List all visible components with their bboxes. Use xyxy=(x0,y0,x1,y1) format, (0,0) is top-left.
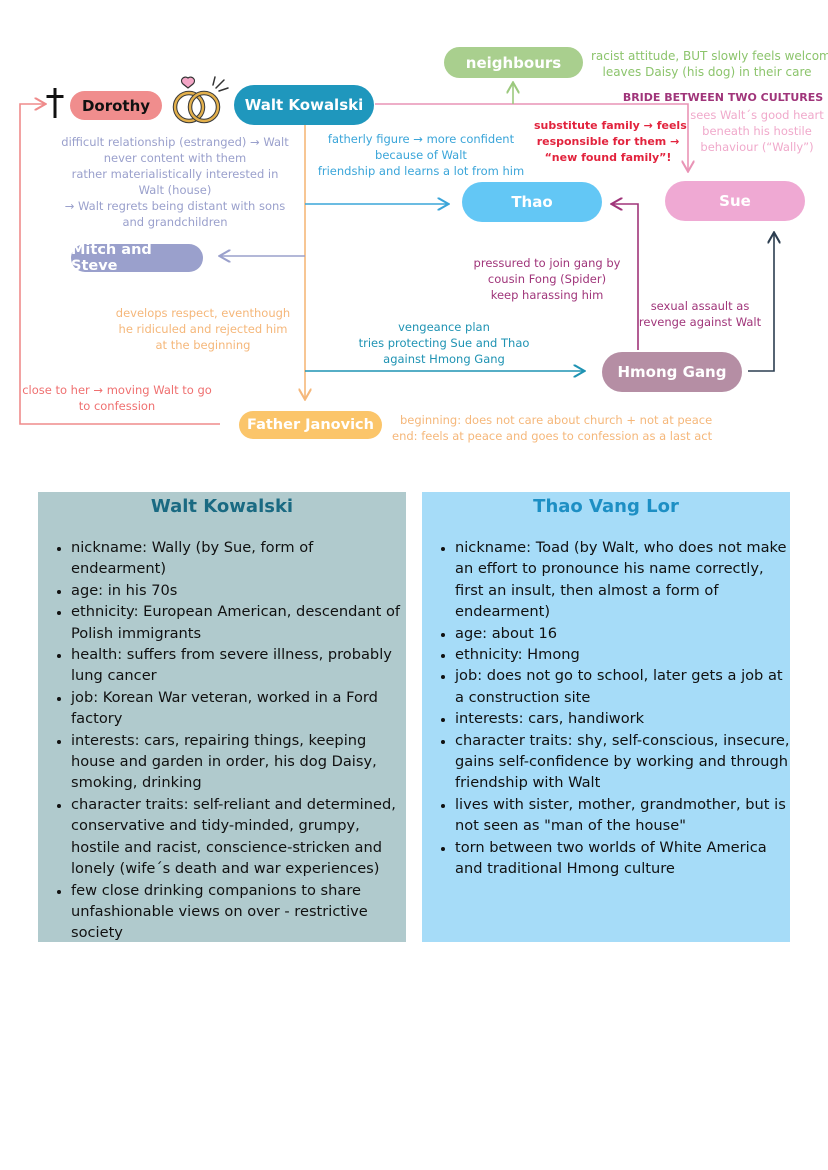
node-walt-kowalski: Walt Kowalski xyxy=(234,85,374,125)
list-item: nickname: Wally (by Sue, form of endearm… xyxy=(71,537,406,580)
node-neighbours: neighbours xyxy=(444,47,583,78)
node-dorothy: Dorothy xyxy=(70,91,162,120)
list-item: character traits: self-reliant and deter… xyxy=(71,794,406,880)
trait-list: nickname: Wally (by Sue, form of endearm… xyxy=(38,537,406,944)
list-item: job: Korean War veteran, worked in a For… xyxy=(71,687,406,730)
list-item: torn between two worlds of White America… xyxy=(455,837,790,880)
card-title: Walt Kowalski xyxy=(150,496,294,517)
note-fatherly-figure: fatherly figure → more confident because… xyxy=(317,132,525,178)
note-family-relationship: difficult relationship (estranged) → Wal… xyxy=(61,135,289,229)
note-substitute-family: substitute family → feels responsible fo… xyxy=(534,119,687,164)
note-respect: develops respect, eventhough he ridicule… xyxy=(115,306,291,352)
list-item: health: suffers from severe illness, pro… xyxy=(71,644,406,687)
note-sexual-assault: sexual assault as revenge against Walt xyxy=(638,299,762,329)
note-vengeance: vengeance plan tries protecting Sue and … xyxy=(358,320,530,366)
list-item: ethnicity: European American, descendant… xyxy=(71,601,406,644)
trait-list: nickname: Toad (by Walt, who does not ma… xyxy=(422,537,790,880)
node-father-janovich: Father Janovich xyxy=(239,411,382,439)
node-sue: Sue xyxy=(665,181,805,221)
card-title: Thao Vang Lor xyxy=(533,496,679,517)
list-item: lives with sister, mother, grandmother, … xyxy=(455,794,790,837)
list-item: character traits: shy, self-conscious, i… xyxy=(455,730,790,794)
list-item: age: in his 70s xyxy=(71,580,406,601)
card-thao-vang-lor: Thao Vang Lor nickname: Toad (by Walt, w… xyxy=(422,492,790,942)
note-pressured: pressured to join gang by cousin Fong (S… xyxy=(473,256,621,302)
list-item: job: does not go to school, later gets a… xyxy=(455,665,790,708)
connector-lines xyxy=(19,0,828,425)
note-church: beginning: does not care about church + … xyxy=(392,413,713,443)
node-thao: Thao xyxy=(462,182,602,222)
note-close-to-her: close to her → moving Walt to go to conf… xyxy=(22,383,212,413)
note-sue-heart: sees Walt´s good heart beneath his hosti… xyxy=(690,108,824,154)
list-item: interests: cars, repairing things, keepi… xyxy=(71,730,406,794)
list-item: age: about 16 xyxy=(455,623,790,644)
node-hmong-gang: Hmong Gang xyxy=(602,352,742,392)
list-item: nickname: Toad (by Walt, who does not ma… xyxy=(455,537,790,623)
node-mitch-and-steve: Mitch and Steve xyxy=(71,242,203,274)
note-bride: BRIDE BETWEEN TWO CULTURES xyxy=(622,91,824,104)
list-item: interests: cars, handiwork xyxy=(455,708,790,729)
wedding-rings-icon xyxy=(166,76,230,126)
card-walt-kowalski: Walt Kowalski nickname: Wally (by Sue, f… xyxy=(38,492,406,942)
list-item: few close drinking companions to share u… xyxy=(71,880,406,944)
cross-icon xyxy=(45,87,65,119)
list-item: ethnicity: Hmong xyxy=(455,644,790,665)
note-neighbours: racist attitude, BUT slowly feels welcom… xyxy=(591,49,828,79)
